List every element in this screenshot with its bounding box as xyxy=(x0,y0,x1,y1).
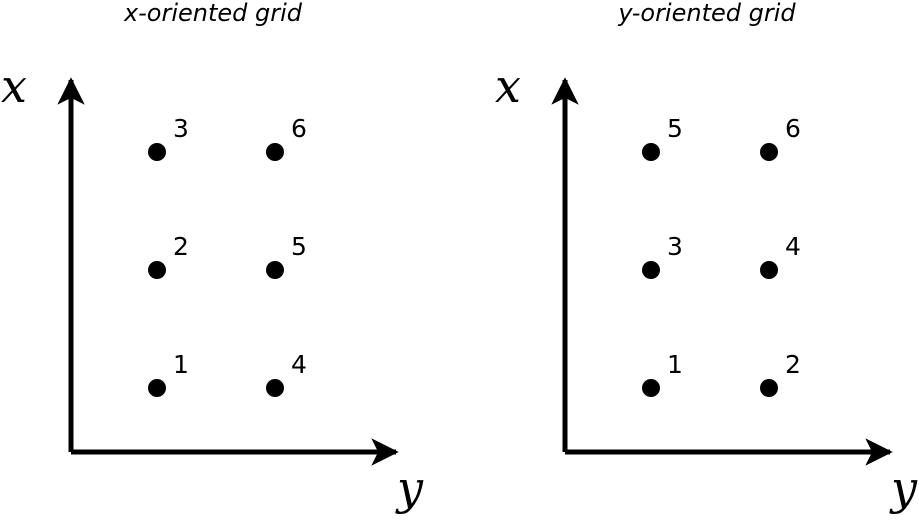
grid-point-label: 1 xyxy=(667,350,683,379)
grid-point-dot xyxy=(266,379,284,397)
grid-points: 1 2 3 4 5 6 xyxy=(148,114,307,397)
grid-point-label: 3 xyxy=(667,232,683,261)
panel-y-oriented: y-oriented grid x y 1 2 3 4 5 6 xyxy=(495,0,918,515)
grid-point-label: 2 xyxy=(173,232,189,261)
grid-point-label: 4 xyxy=(291,350,307,379)
grid-point-label: 5 xyxy=(667,114,683,143)
grid-point-dot xyxy=(148,379,166,397)
grid-point-label: 6 xyxy=(291,114,307,143)
horizontal-axis-label: y xyxy=(889,461,918,515)
grid-point-label: 4 xyxy=(785,232,801,261)
grid-point-label: 5 xyxy=(291,232,307,261)
grid-points: 1 2 3 4 5 6 xyxy=(642,114,801,397)
horizontal-axis-label: y xyxy=(395,461,424,515)
grid-point-label: 6 xyxy=(785,114,801,143)
grid-point-dot xyxy=(760,143,778,161)
grid-point-dot xyxy=(266,143,284,161)
grid-point-dot xyxy=(266,261,284,279)
grid-point-dot xyxy=(760,261,778,279)
panel-title: x-oriented grid xyxy=(123,0,303,27)
grid-point-dot xyxy=(148,261,166,279)
grid-point-dot xyxy=(642,261,660,279)
vertical-axis-label: x xyxy=(495,59,521,113)
vertical-axis-label: x xyxy=(1,59,27,113)
grid-point-label: 1 xyxy=(173,350,189,379)
grid-point-dot xyxy=(760,379,778,397)
panel-title: y-oriented grid xyxy=(617,0,796,27)
grid-point-dot xyxy=(148,143,166,161)
grid-point-dot xyxy=(642,143,660,161)
grid-point-dot xyxy=(642,379,660,397)
grid-point-label: 2 xyxy=(785,350,801,379)
panel-x-oriented: x-oriented grid x y 1 2 3 4 5 6 xyxy=(1,0,424,515)
grid-point-label: 3 xyxy=(173,114,189,143)
